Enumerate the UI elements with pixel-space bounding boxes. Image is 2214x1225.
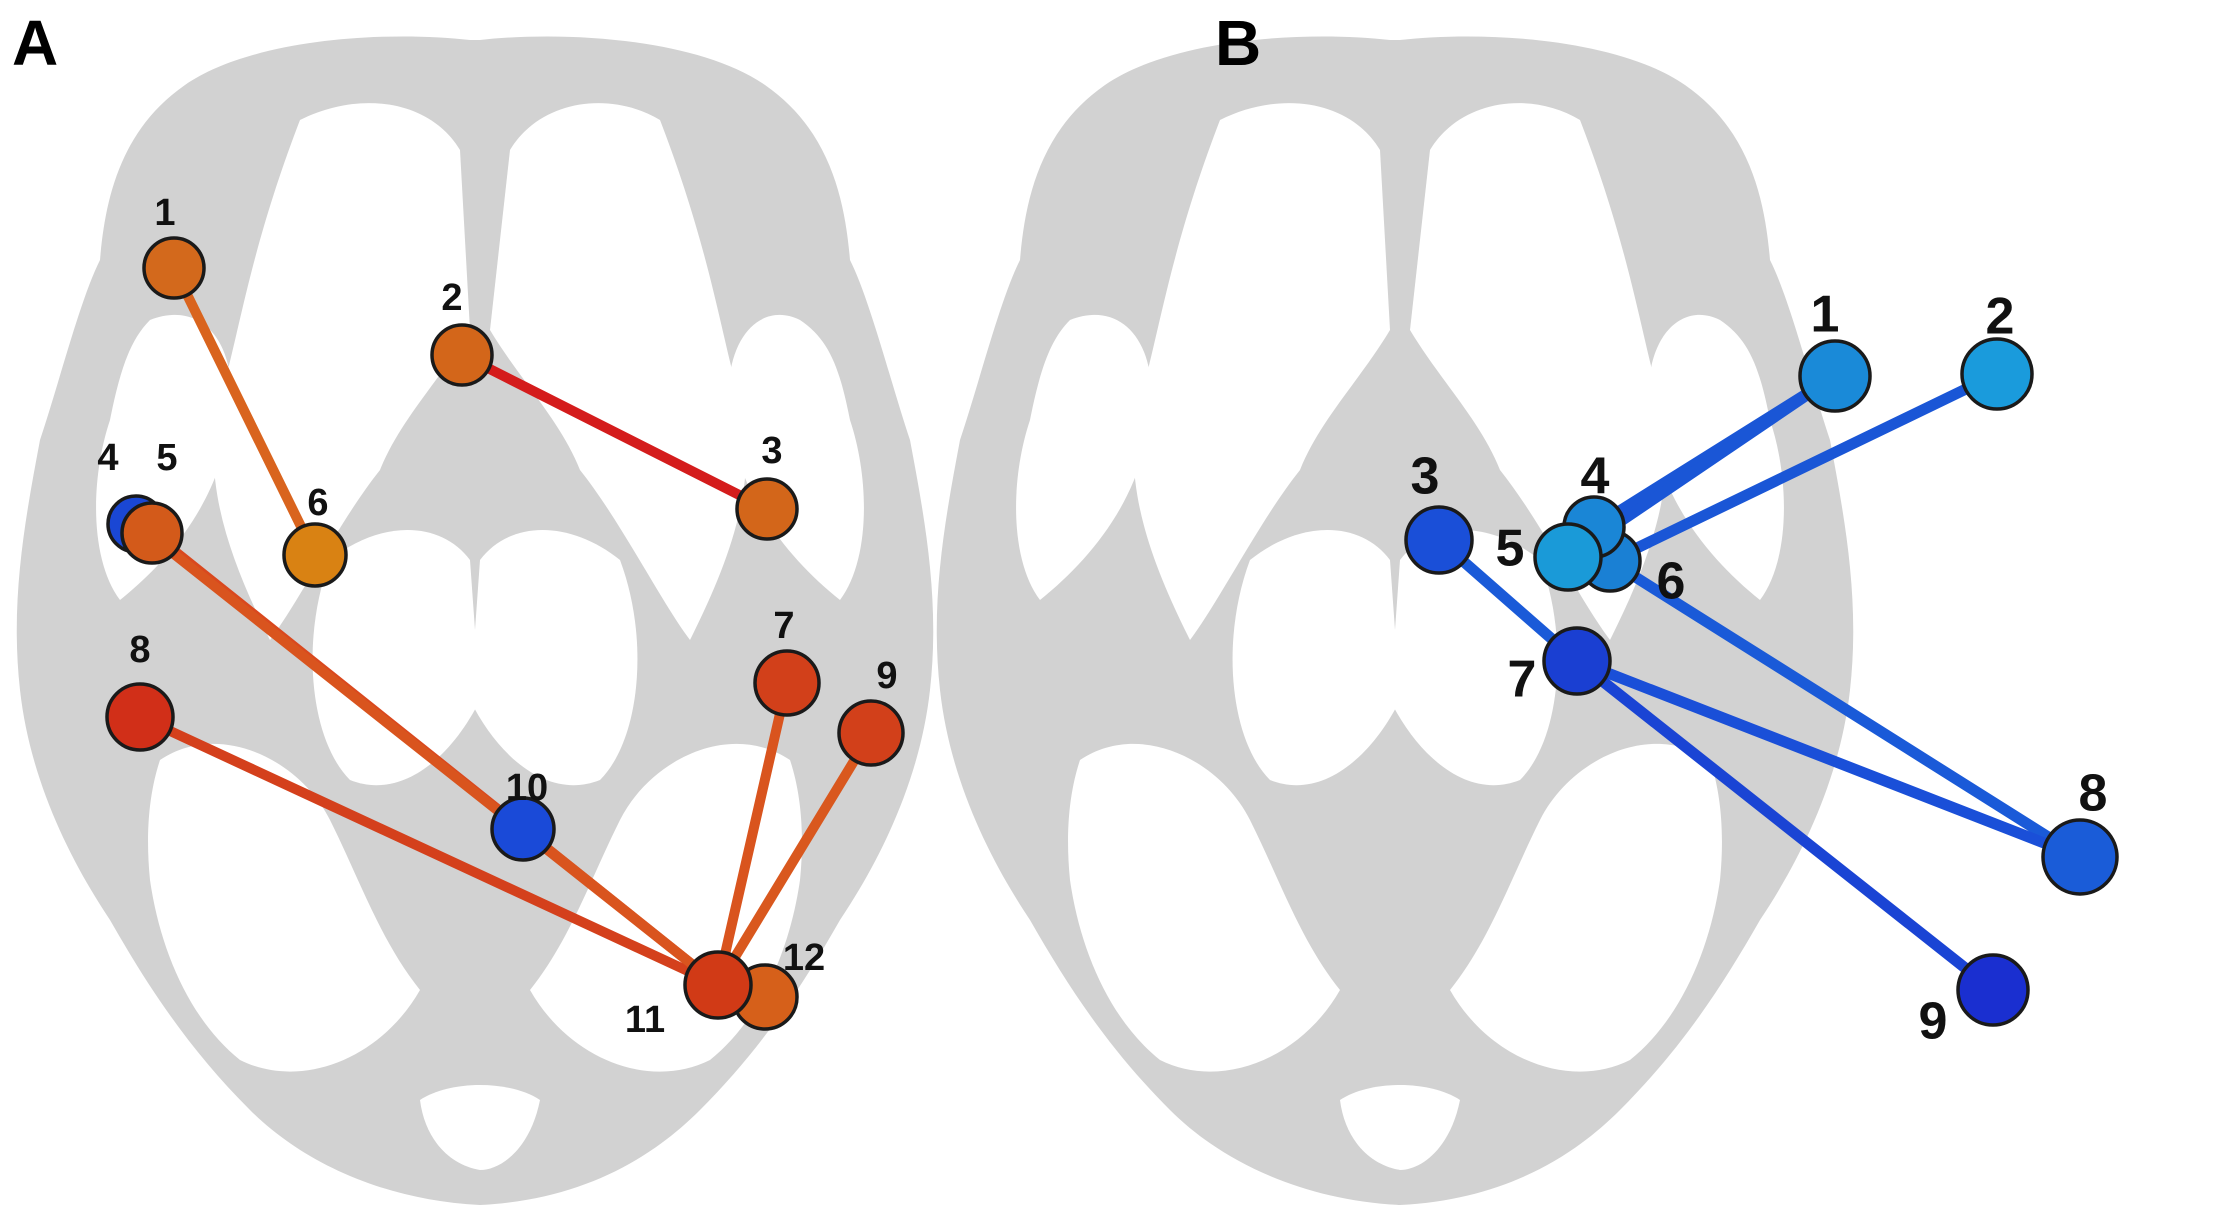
node-2: [1960, 337, 2034, 411]
node-label-12: 12: [783, 937, 825, 979]
node-9: [837, 699, 905, 767]
node-7: [753, 649, 821, 717]
panel-b: B 1 2 3 45 6 7 8 9: [936, 7, 2119, 1205]
node-label-6: 6: [1657, 553, 1686, 611]
node-10: [490, 796, 556, 862]
nodes-a: [105, 236, 905, 1031]
panel-letter-b: B: [1215, 7, 1261, 79]
edge-7-11: [713, 678, 792, 990]
node-2: [430, 323, 494, 387]
node-3: [1404, 505, 1474, 575]
brain-slice-b: [936, 36, 1854, 1205]
node-label-5: 5: [1496, 520, 1525, 578]
node-label-6: 6: [307, 482, 328, 524]
node-6: [282, 522, 348, 588]
panel-letter-a: A: [12, 7, 58, 79]
node-9: [1956, 953, 2030, 1027]
node-8: [105, 682, 175, 752]
nodes-b: [1404, 337, 2119, 1027]
edge-1-6: [169, 263, 320, 560]
edges-a: [131, 263, 876, 990]
edge-7-8: [1571, 655, 2086, 863]
node-5: [120, 501, 184, 565]
node-label-8: 8: [2079, 765, 2108, 823]
node-label-8: 8: [129, 629, 150, 671]
node-label-11: 11: [625, 999, 665, 1041]
node-label-4: 4: [97, 437, 118, 479]
node-5: [1533, 522, 1603, 592]
edge-7-9: [1571, 655, 1999, 996]
edge-9-11: [713, 728, 876, 990]
edge-8-11: [135, 712, 723, 990]
node-label-2: 2: [1986, 288, 2015, 346]
labels-b: 1 2 3 45 6 7 8 9: [1411, 286, 2108, 1051]
edge-6-8: [1604, 555, 2086, 863]
node-label-1: 1: [1811, 286, 1840, 344]
node-label-4: 4: [1581, 448, 1610, 506]
node-label-3: 3: [761, 430, 782, 472]
edge-2-3: [457, 350, 772, 514]
node-1: [142, 236, 206, 300]
node-label-5: 5: [156, 437, 177, 479]
node-label-3: 3: [1411, 448, 1440, 506]
node-1: [1798, 339, 1872, 413]
edge-6-2: [1604, 368, 2003, 567]
edges-b: [1433, 368, 2086, 996]
node-label-7: 7: [1508, 651, 1537, 709]
node-7: [1542, 626, 1612, 696]
edge-10-11: [518, 824, 723, 990]
node-label-9: 9: [1919, 993, 1948, 1051]
node-11: [683, 950, 753, 1020]
node-8: [2041, 818, 2119, 896]
node-label-2: 2: [441, 277, 462, 319]
node-label-9: 9: [876, 655, 897, 697]
node-label-1: 1: [154, 192, 175, 234]
node-label-7: 7: [773, 605, 794, 647]
node-3: [735, 477, 799, 541]
node-label-10: 10: [506, 767, 548, 809]
